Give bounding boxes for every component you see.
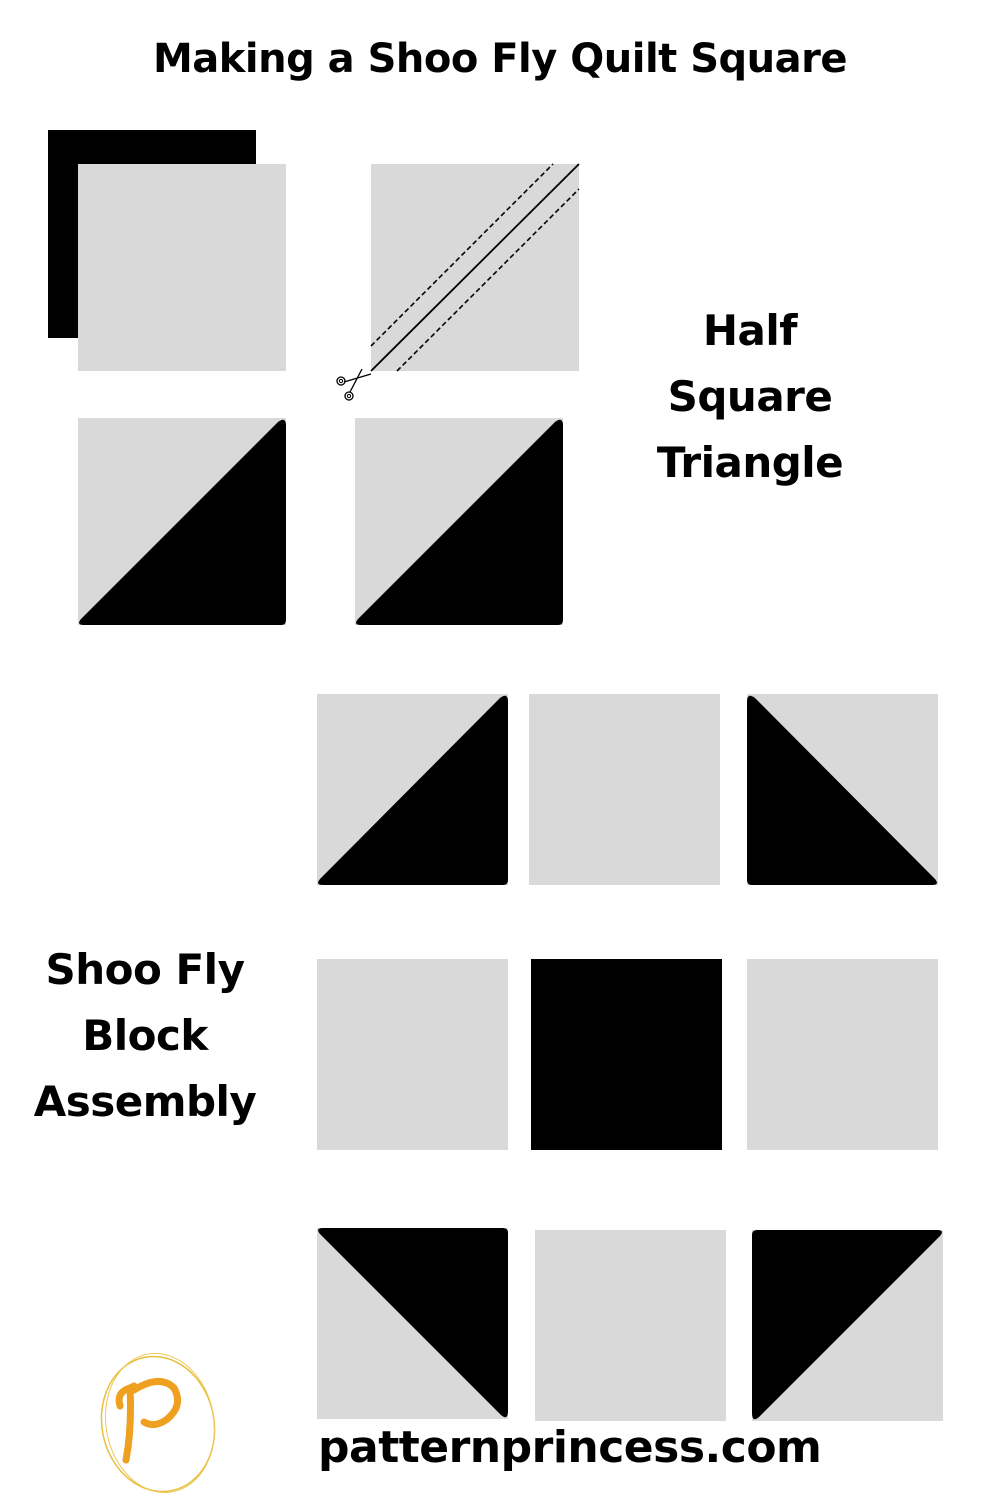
assembly-label-line: Block [82,1011,208,1060]
block-cell-3-1 [317,1228,508,1419]
block-cell-3-3 [752,1230,943,1421]
page-title: Making a Shoo Fly Quilt Square [153,36,847,82]
marked-square [370,163,580,372]
light-fabric-square [78,164,286,371]
pattern-princess-logo-icon [100,1352,216,1494]
block-cell-1-3 [747,694,938,885]
block-cell-2-1 [317,959,508,1150]
assembly-label-line: Shoo Fly [45,945,245,994]
scissors-icon [336,368,372,401]
site-url: patternprincess.com [318,1422,822,1473]
hst-square-1 [78,418,286,625]
assembly-label-line: Assembly [33,1077,257,1126]
block-cell-3-2 [535,1230,726,1421]
assembly-label: Shoo Fly Block Assembly [20,937,270,1135]
block-cell-1-2 [529,694,720,885]
block-cell-1-1 [317,694,508,885]
block-cell-2-2 [531,959,722,1150]
hst-label-line: Triangle [656,438,844,487]
hst-label-line: Half [702,306,798,355]
hst-label: Half Square Triangle [630,298,870,496]
block-cell-2-3 [747,959,938,1150]
hst-label-line: Square [667,372,833,421]
hst-square-2 [355,418,563,625]
cut-lines [370,163,580,372]
